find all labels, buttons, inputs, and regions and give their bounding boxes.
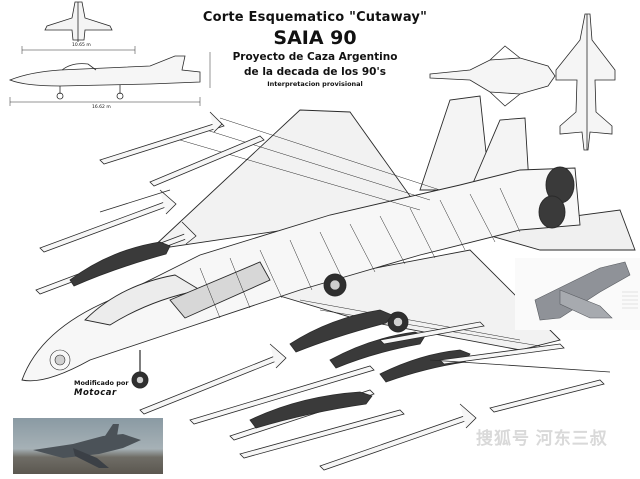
aircraft-photo	[13, 418, 163, 474]
credit-label: Modificado por	[74, 379, 129, 387]
span-dimension-label: 10.65 m	[72, 42, 91, 48]
plan-view-top	[21, 1, 136, 54]
title-aircraft-name: SAIA 90	[273, 27, 357, 49]
title-block: Corte Esquematico "Cutaway" SAIA 90 Proy…	[180, 10, 450, 88]
credit-author: Motocar	[74, 388, 117, 398]
model-photo	[515, 258, 640, 330]
title-note: Interpretacion provisional	[267, 80, 363, 88]
weapon-stores	[35, 111, 611, 471]
title-subtitle-1: Proyecto de Caza Argentino	[232, 51, 398, 63]
credit-block: Modificado por Motocar	[74, 378, 129, 398]
title-subtitle-2: de la decada de los 90's	[244, 66, 386, 78]
aircraft-photo-silhouette	[33, 424, 141, 468]
aircraft-cutaway	[21, 95, 636, 389]
watermark-text: 搜狐号 河东三叔	[476, 429, 608, 448]
length-dimension-label: 16.62 m	[92, 104, 111, 110]
side-view	[8, 52, 211, 106]
title-line-1: Corte Esquematico "Cutaway"	[202, 10, 428, 25]
plan-view-right	[429, 13, 616, 151]
